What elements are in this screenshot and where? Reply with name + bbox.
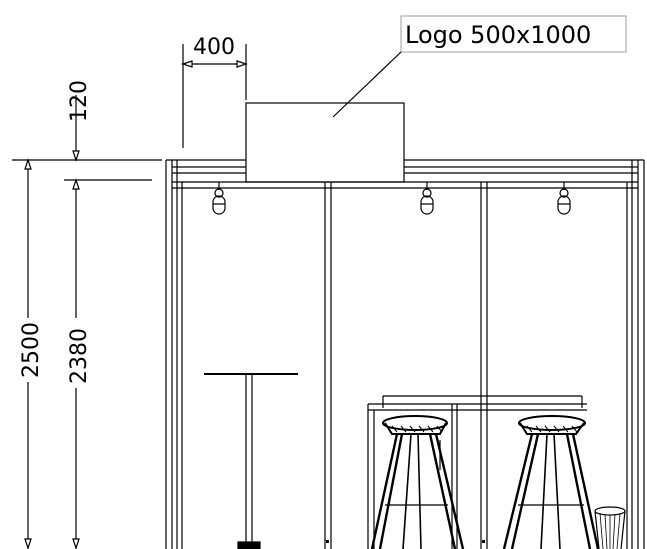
spotlight-left bbox=[212, 182, 226, 215]
dimension-height-2500 bbox=[24, 158, 32, 549]
dimension-label-120: 120 bbox=[67, 80, 92, 122]
dimension-height-2380 bbox=[72, 192, 80, 549]
dimension-height-120 bbox=[72, 95, 80, 192]
waste-basket bbox=[594, 506, 626, 549]
spotlight-right bbox=[557, 182, 571, 215]
bar-table bbox=[204, 373, 298, 549]
dimension-label-2500: 2500 bbox=[19, 322, 44, 378]
logo-callout bbox=[332, 15, 627, 118]
logo-callout-box bbox=[400, 15, 627, 53]
booth-frame bbox=[165, 159, 645, 549]
bar-stool-right bbox=[502, 415, 600, 549]
logo-callout-label: Logo 500x1000 bbox=[405, 21, 591, 49]
logo-panel bbox=[245, 102, 405, 183]
dimension-width-400 bbox=[181, 44, 248, 148]
bar-stool-left bbox=[370, 415, 465, 549]
spotlight-middle bbox=[420, 182, 434, 215]
logo-leader-line bbox=[332, 51, 402, 118]
dimension-label-400: 400 bbox=[193, 35, 235, 60]
dimension-label-2380: 2380 bbox=[67, 328, 92, 384]
